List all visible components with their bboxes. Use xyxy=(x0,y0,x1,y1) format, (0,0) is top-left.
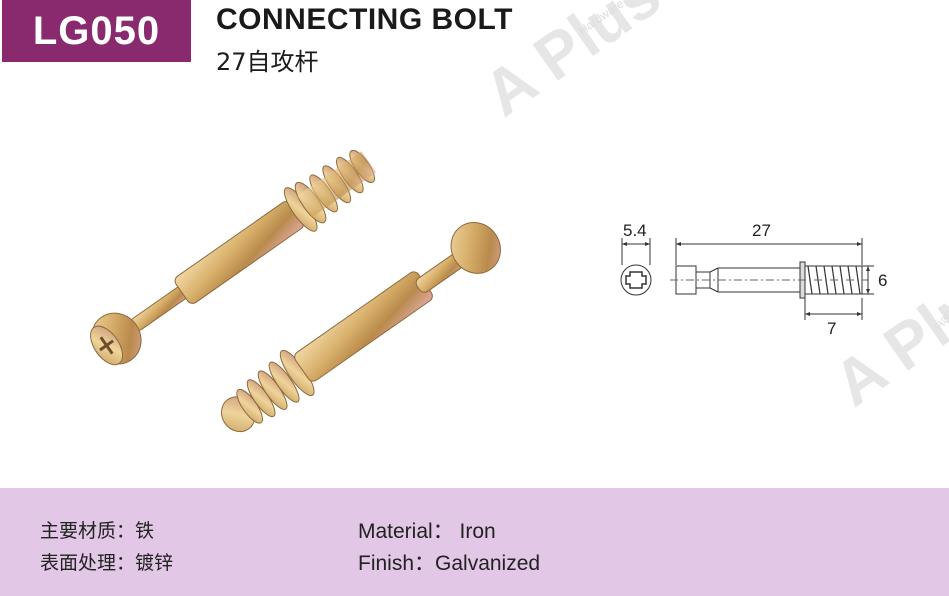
product-subtitle: 27自攻杆 xyxy=(216,48,319,76)
dim-head-label: 5.4 xyxy=(623,221,647,240)
dim-thread-dia-label: 6 xyxy=(878,271,887,290)
hardware-watermark: Hardware xyxy=(575,0,627,38)
dim-length-label: 27 xyxy=(752,221,771,240)
material-cn: 主要材质：铁 xyxy=(40,520,155,542)
material-en: Material： Iron xyxy=(358,520,496,543)
product-photo xyxy=(90,150,501,433)
product-title: CONNECTING BOLT xyxy=(216,3,513,36)
dim-thread-len-label: 7 xyxy=(827,319,836,338)
bolt-right xyxy=(221,222,501,433)
hardware-watermark-2: Hardware xyxy=(931,280,949,334)
technical-drawing: 5.4 27 6 7 xyxy=(620,221,887,338)
product-code-badge: LG050 xyxy=(2,0,191,62)
bolt-left xyxy=(90,150,377,366)
finish-cn: 表面处理：镀锌 xyxy=(40,552,174,574)
spec-band xyxy=(0,488,949,596)
finish-en: Finish：Galvanized xyxy=(358,552,541,575)
